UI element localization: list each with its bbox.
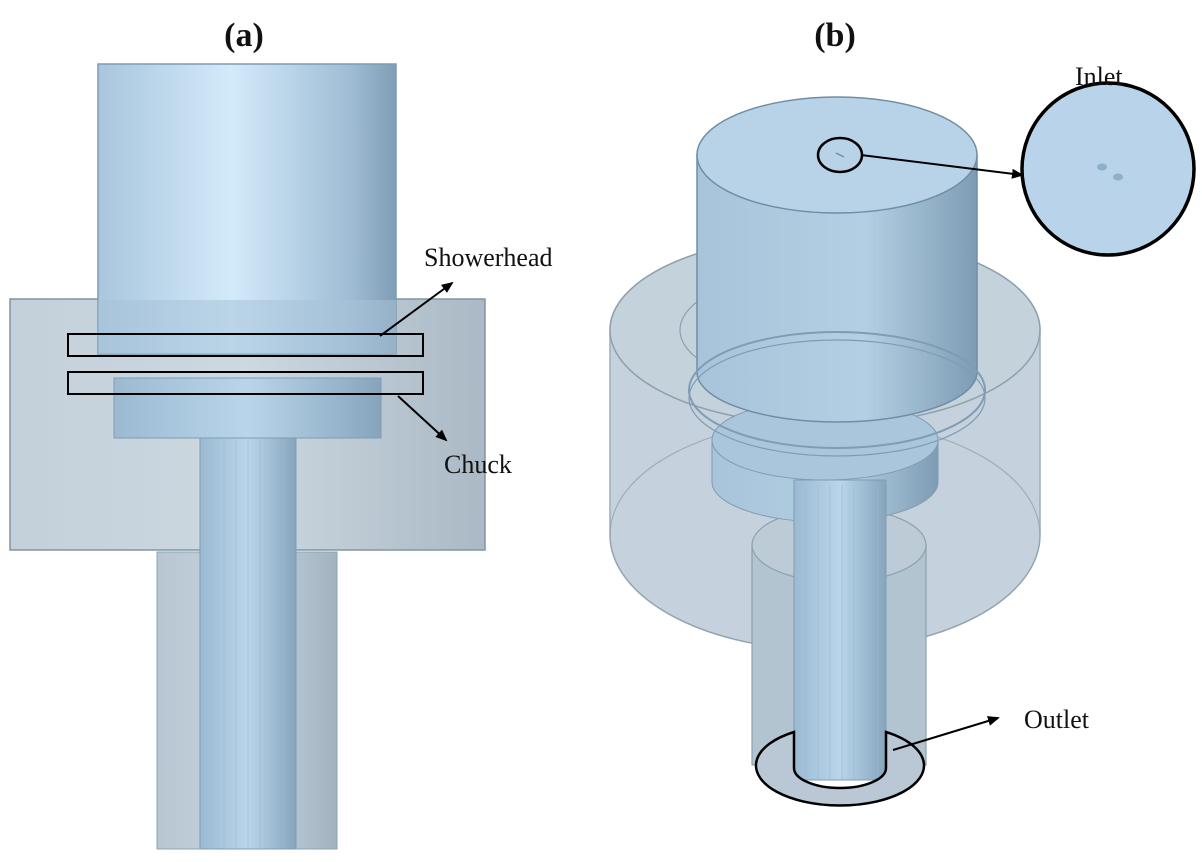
inlet-arrow bbox=[860, 154, 1024, 179]
panel-a-label: (a) bbox=[224, 17, 264, 54]
inlet-label: Inlet bbox=[1075, 62, 1123, 91]
chuck-arrow bbox=[397, 395, 448, 442]
inlet-zoom-circle bbox=[1020, 81, 1196, 257]
panel-b-label: (b) bbox=[814, 17, 856, 54]
outlet-arrow bbox=[892, 716, 1000, 751]
panel-a-front-view: (a) Showerhead Chuck bbox=[9, 17, 553, 850]
showerhead-label: Showerhead bbox=[424, 243, 553, 272]
chuck-box bbox=[67, 371, 424, 395]
chuck-label: Chuck bbox=[444, 450, 512, 479]
panel-b-isometric-view: (b) Inlet Outlet bbox=[609, 17, 1196, 807]
showerhead-arrow bbox=[379, 281, 454, 337]
showerhead-box bbox=[67, 333, 424, 357]
outlet-ring bbox=[754, 730, 926, 807]
outlet-label: Outlet bbox=[1024, 705, 1090, 734]
top-cylinder-3d bbox=[696, 154, 978, 423]
chuck-shaft-3d bbox=[793, 479, 887, 781]
chuck-body bbox=[113, 377, 382, 439]
